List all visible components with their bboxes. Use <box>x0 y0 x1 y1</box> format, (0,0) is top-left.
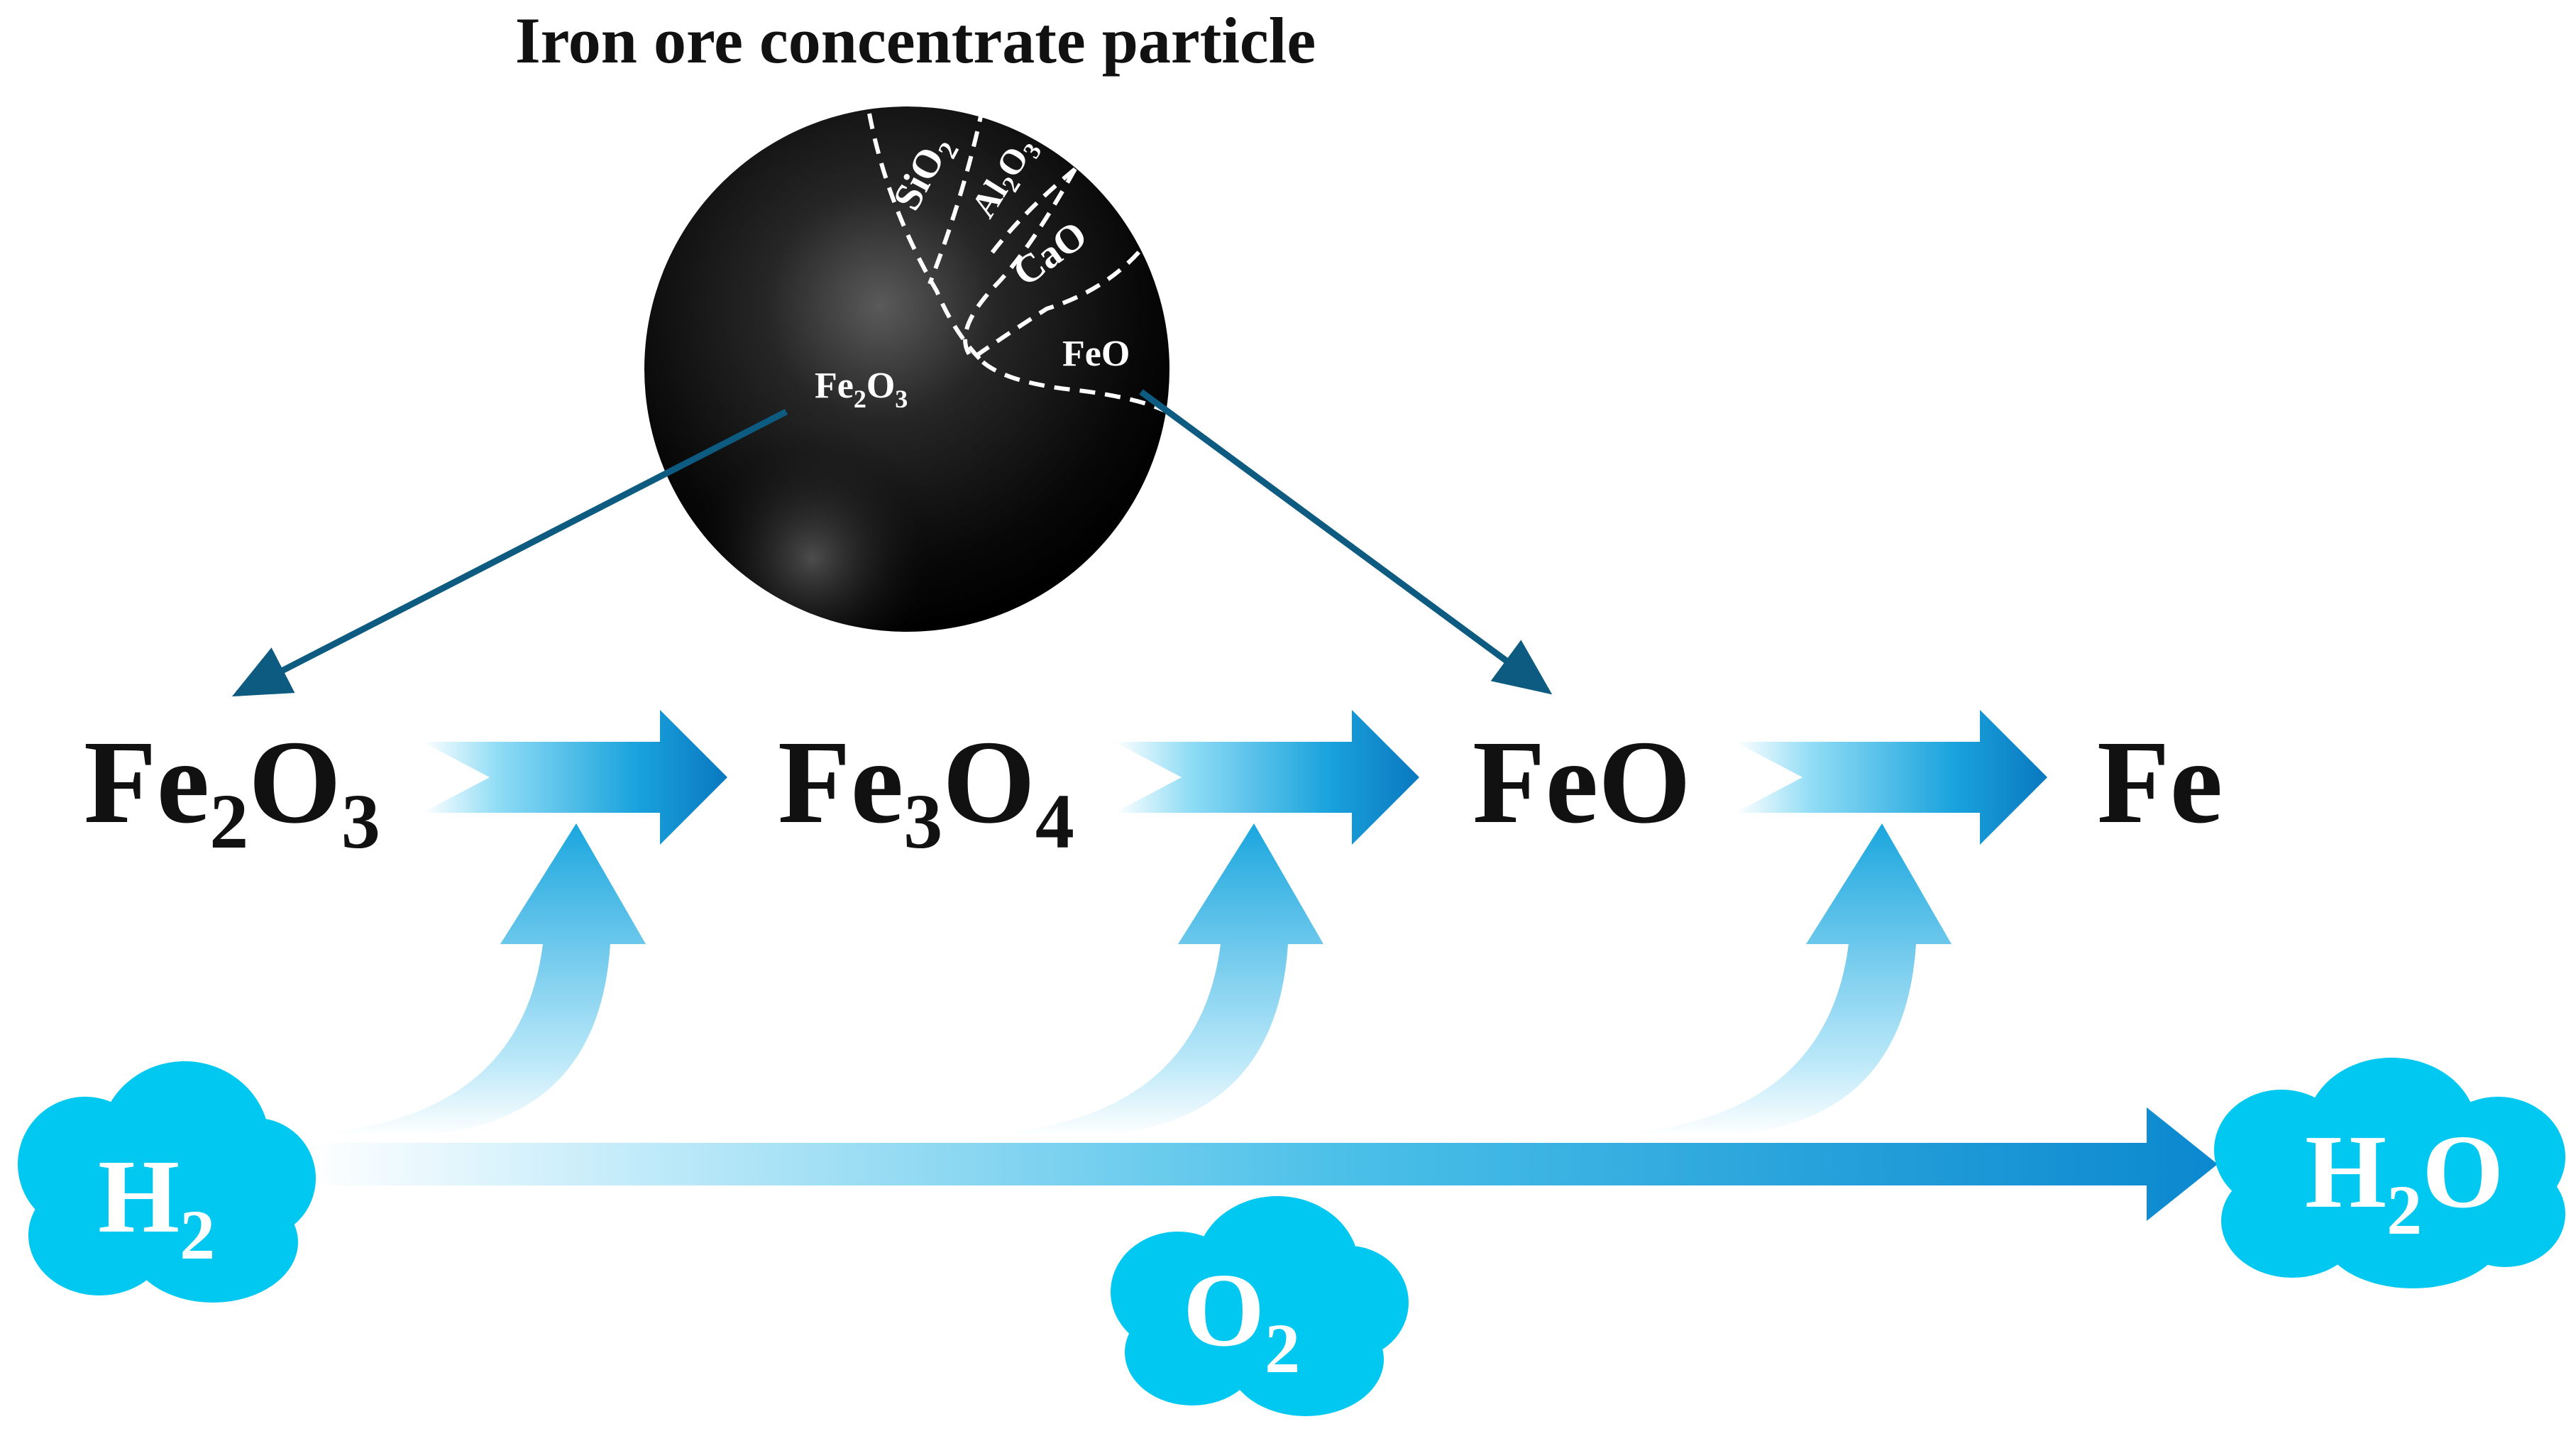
particle-highlight <box>644 106 1169 632</box>
pointer-arrow-feo <box>1139 389 1553 695</box>
stage-arrow-1 <box>422 710 727 845</box>
stage-arrow-3 <box>1735 710 2047 845</box>
iron-ore-particle: SiO2 Al2O3 CaO FeO Fe2O3 <box>644 106 1169 632</box>
diagram-title: Iron ore concentrate particle <box>515 4 1316 77</box>
cloud-h2 <box>18 1061 316 1303</box>
species-feo: FeO <box>1473 716 1691 848</box>
cloud-o2 <box>1111 1196 1409 1416</box>
species-fe2o3: Fe2O3 <box>84 716 380 865</box>
component-boundaries <box>867 106 1165 412</box>
component-label-feo: FeO <box>1062 334 1130 374</box>
component-label-fe2o3: Fe2O3 <box>815 366 908 413</box>
species-fe3o4: Fe3O4 <box>778 716 1074 865</box>
curved-arrow-1 <box>330 823 646 1136</box>
gas-label-h2: H2 <box>98 1139 215 1274</box>
curved-arrow-2 <box>1008 823 1323 1136</box>
gas-label-h2o: H2O <box>2305 1114 2504 1249</box>
pointer-arrow-fe2o3 <box>231 408 788 697</box>
main-flow-arrow <box>305 1107 2218 1221</box>
stage-arrow-2 <box>1114 710 1419 845</box>
curved-arrow-3 <box>1636 823 1952 1136</box>
gas-label-o2: O2 <box>1183 1252 1300 1388</box>
cloud-h2o <box>2214 1058 2565 1288</box>
species-fe: Fe <box>2097 716 2223 848</box>
